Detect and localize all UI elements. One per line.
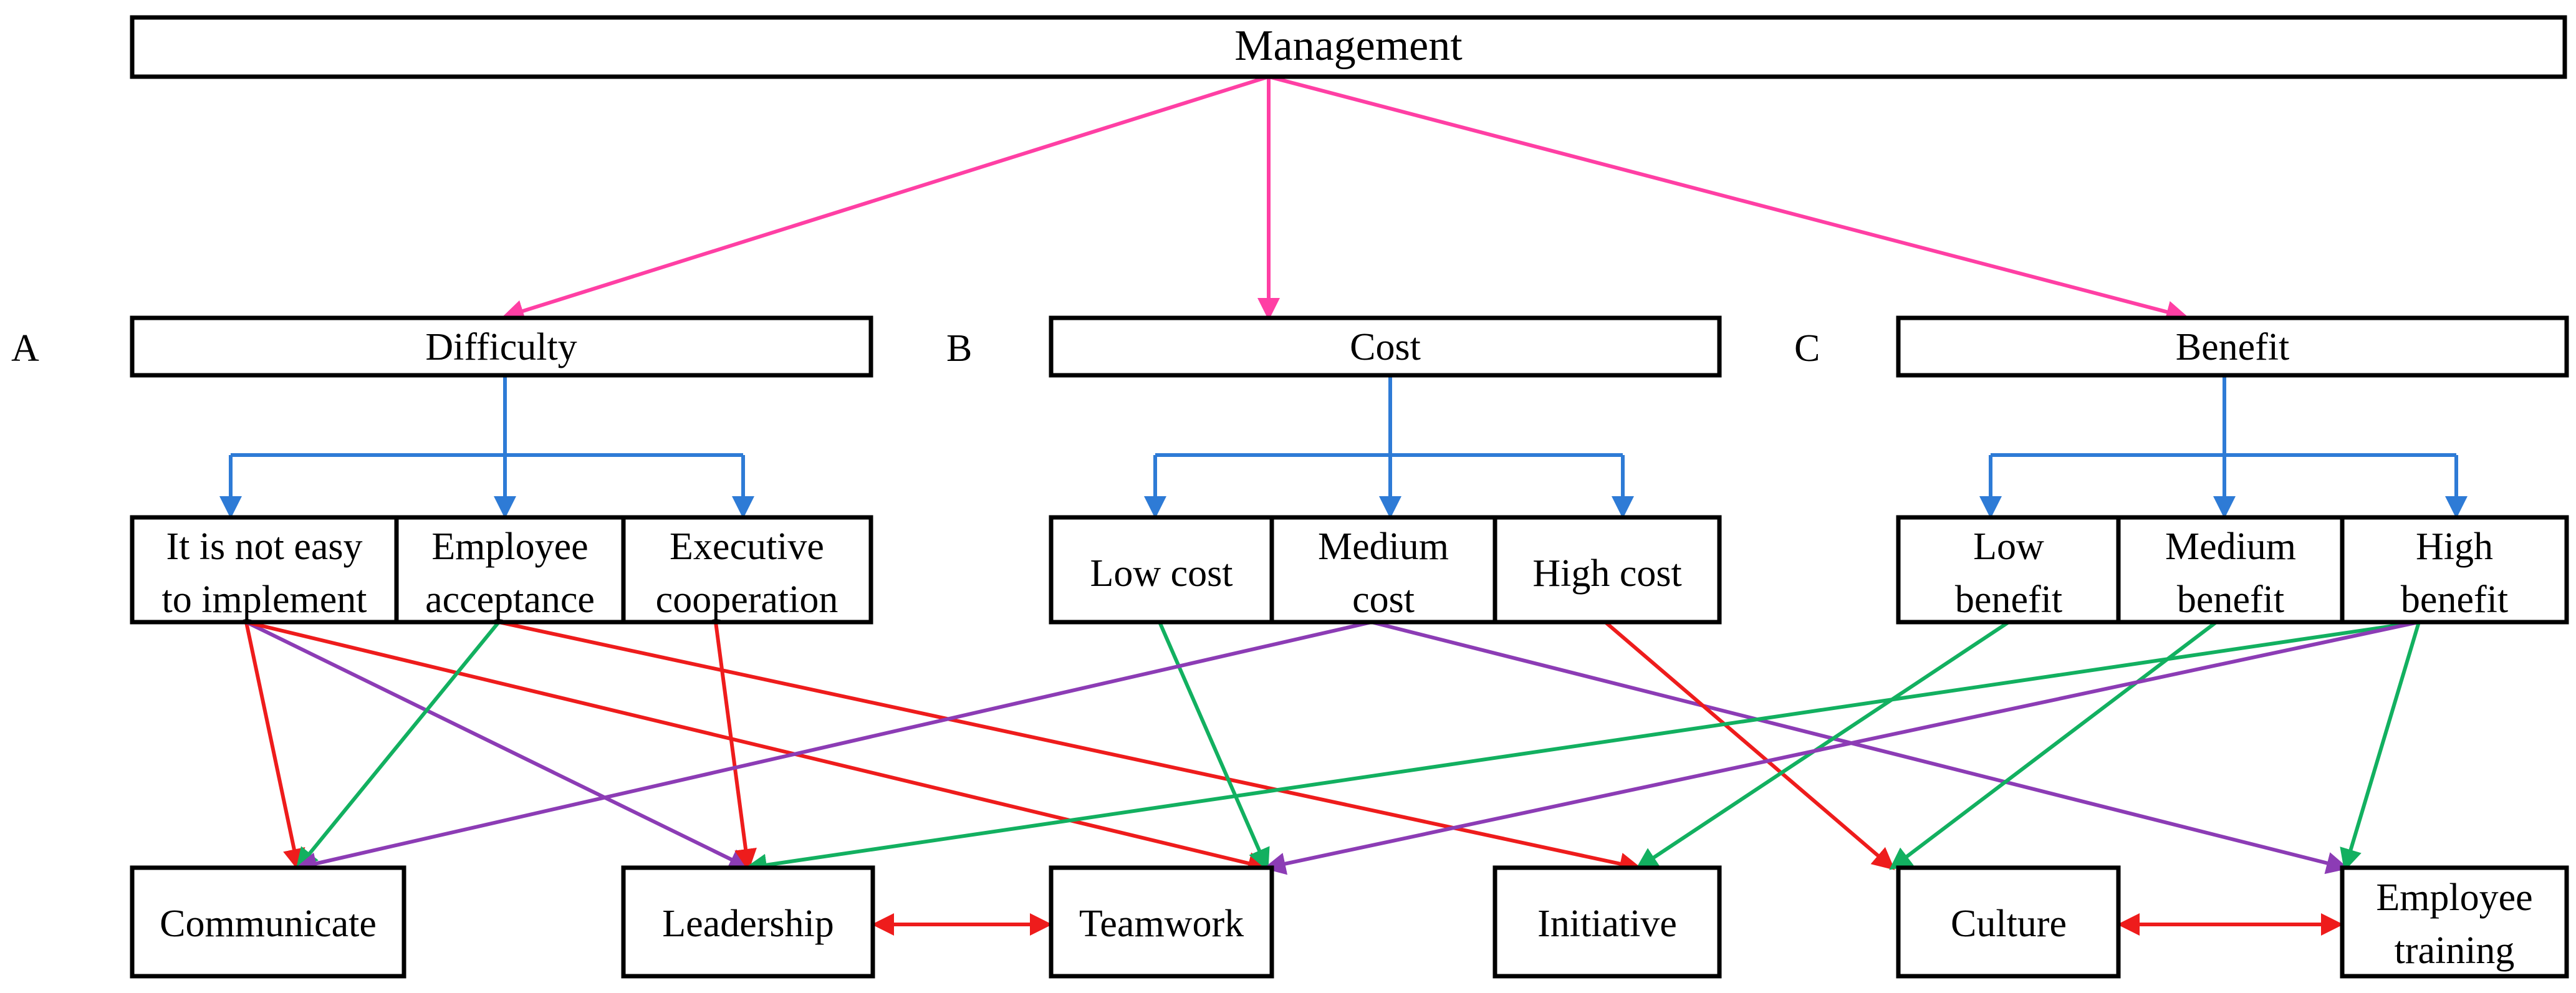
link-B.2-to-O.4-arrow: [1604, 620, 1895, 870]
outcome-initiative-label: Initiative: [1537, 903, 1677, 945]
outcome-culture: Culture: [1896, 865, 2121, 979]
outcome-leadership-label: Leadership: [662, 903, 834, 945]
management-to-benefit-arrow: [1268, 75, 2189, 323]
option-high-cost: High cost: [1532, 552, 1681, 595]
link-A.2-to-O.1-arrow: [714, 621, 757, 871]
option-executive-cooperation-line-1: Executive: [670, 525, 824, 568]
management-to-difficulty-arrow: [501, 75, 1269, 322]
option-executive-cooperation-line-2: cooperation: [656, 578, 839, 621]
cost-node: Cost: [1049, 315, 1722, 378]
option-not-easy-line-2: to implement: [162, 578, 367, 621]
difficulty-node: Difficulty: [130, 315, 873, 378]
cost-label: Cost: [1350, 326, 1421, 368]
group-c-tag: C: [1794, 327, 1820, 370]
link-C.2-to-O.5-arrow: [2340, 621, 2421, 871]
option-high-benefit-line-2: benefit: [2401, 578, 2508, 621]
outcome-teamwork: Teamwork: [1049, 865, 1274, 979]
link-B.0-to-O.2-arrow: [1158, 621, 1270, 871]
option-low-benefit-line-2: benefit: [1955, 578, 2062, 621]
management-label: Management: [1234, 22, 1463, 70]
option-medium-cost-line-1: Medium: [1318, 525, 1449, 568]
option-employee-acceptance-line-2: acceptance: [425, 578, 595, 621]
benefit-node: Benefit: [1896, 315, 2569, 378]
outcome-employee-training: Employee training: [2340, 865, 2569, 979]
outcome-initiative: Initiative: [1492, 865, 1722, 979]
option-medium-cost-line-2: cost: [1352, 578, 1415, 621]
link-A.0-to-O.1-arrow: [245, 620, 752, 870]
outcome-employee-training-line-2: training: [2395, 929, 2515, 972]
outcome-culture-label: Culture: [1951, 903, 2067, 945]
benefit-label: Benefit: [2176, 326, 2290, 368]
difficulty-options: It is not easy to implement Employee acc…: [130, 515, 873, 625]
outcome-employee-training-line-1: Employee: [2376, 876, 2532, 919]
link-C.0-to-O.3-arrow: [1635, 620, 2010, 870]
outcome-communicate-label: Communicate: [160, 903, 377, 945]
option-medium-benefit-line-2: benefit: [2177, 578, 2284, 621]
outcome-leadership: Leadership: [621, 865, 875, 979]
link-B.1-to-O.5-arrow: [1371, 620, 2349, 875]
group-a-tag: A: [11, 327, 39, 370]
link-A.0-to-O.2-arrow: [246, 620, 1271, 875]
link-C.2-to-O.2-arrow: [1263, 620, 2420, 875]
option-low-benefit-line-1: Low: [1973, 525, 2044, 568]
link-C.1-to-O.4-arrow: [1889, 620, 2218, 870]
outcome-communicate: Communicate: [130, 865, 406, 979]
option-low-cost: Low cost: [1090, 552, 1233, 595]
option-employee-acceptance-line-1: Employee: [431, 525, 588, 568]
outcome-teamwork-label: Teamwork: [1079, 903, 1244, 945]
option-high-benefit-line-1: High: [2416, 525, 2493, 568]
group-b-tag: B: [946, 327, 972, 370]
option-not-easy-line-1: It is not easy: [166, 525, 362, 568]
cost-options: Low cost Medium cost High cost: [1049, 515, 1722, 625]
link-A.0-to-O.0-arrow: [244, 621, 305, 871]
connector-layer: [219, 75, 2468, 936]
difficulty-label: Difficulty: [425, 326, 577, 368]
benefit-options: Low benefit Medium benefit High benefit: [1896, 515, 2569, 625]
management-node: Management: [130, 15, 2567, 79]
link-C.2-to-O.1-arrow: [744, 620, 2420, 876]
link-A.1-to-O.3-arrow: [498, 620, 1642, 875]
link-A.1-to-O.0-arrow: [296, 621, 501, 871]
link-B.1-to-O.0-arrow: [294, 620, 1372, 875]
option-medium-benefit-line-1: Medium: [2165, 525, 2296, 568]
